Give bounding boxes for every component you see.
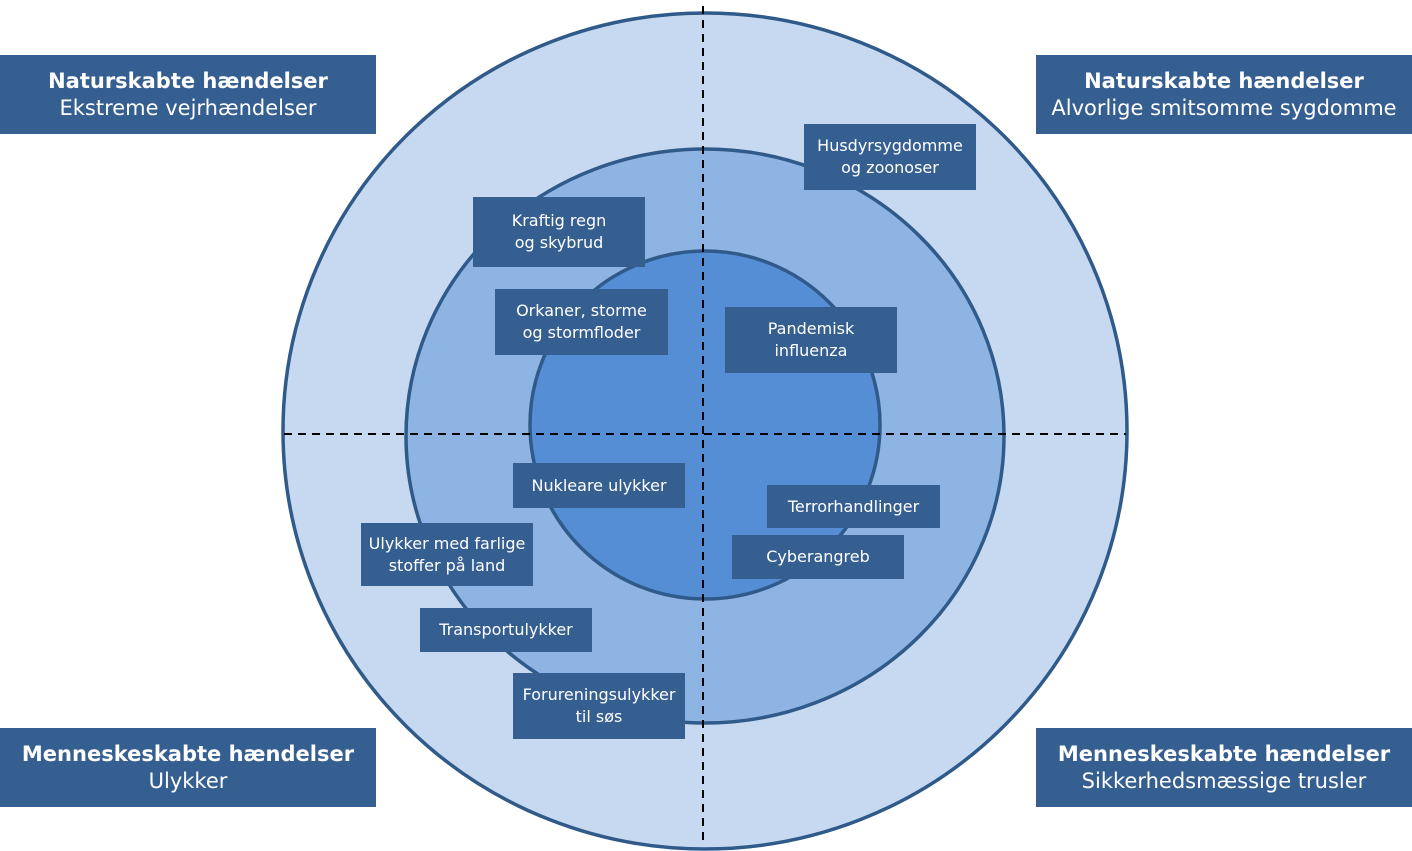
event-transportulykker: Transportulykker [420, 608, 592, 652]
quadrant-title: Naturskabte hændelser [48, 68, 328, 93]
event-forureningsulykker: Forureningsulykker til søs [513, 673, 685, 739]
quadrant-title: Menneskeskabte hændelser [1057, 741, 1391, 766]
quadrant-subtitle: Ekstreme vejrhændelser [59, 95, 317, 120]
event-kraftig-regn: Kraftig regn og skybrud [473, 197, 645, 267]
quadrant-subtitle: Alvorlige smitsomme sygdomme [1051, 95, 1397, 120]
quadrant-header-bottom-left: Menneskeskabte hændelser Ulykker [0, 728, 376, 807]
event-pandemisk-influenza: Pandemisk influenza [725, 307, 897, 373]
event-husdyrsygdomme: Husdyrsygdomme og zoonoser [804, 124, 976, 190]
quadrant-header-top-left: Naturskabte hændelser Ekstreme vejrhænde… [0, 55, 376, 134]
event-cyberangreb: Cyberangreb [732, 535, 904, 579]
quadrant-subtitle: Sikkerhedsmæssige trusler [1081, 768, 1367, 793]
quadrant-header-bottom-right: Menneskeskabte hændelser Sikkerhedsmæssi… [1036, 728, 1412, 807]
quadrant-title: Menneskeskabte hændelser [21, 741, 355, 766]
event-farlige-stoffer: Ulykker med farlige stoffer på land [361, 523, 533, 586]
event-nukleare-ulykker: Nukleare ulykker [513, 463, 685, 508]
event-terrorhandlinger: Terrorhandlinger [767, 485, 940, 528]
quadrant-header-top-right: Naturskabte hændelser Alvorlige smitsomm… [1036, 55, 1412, 134]
event-orkaner-storme: Orkaner, storme og stormfloder [495, 289, 668, 355]
quadrant-title: Naturskabte hændelser [1084, 68, 1364, 93]
quadrant-subtitle: Ulykker [148, 768, 228, 793]
